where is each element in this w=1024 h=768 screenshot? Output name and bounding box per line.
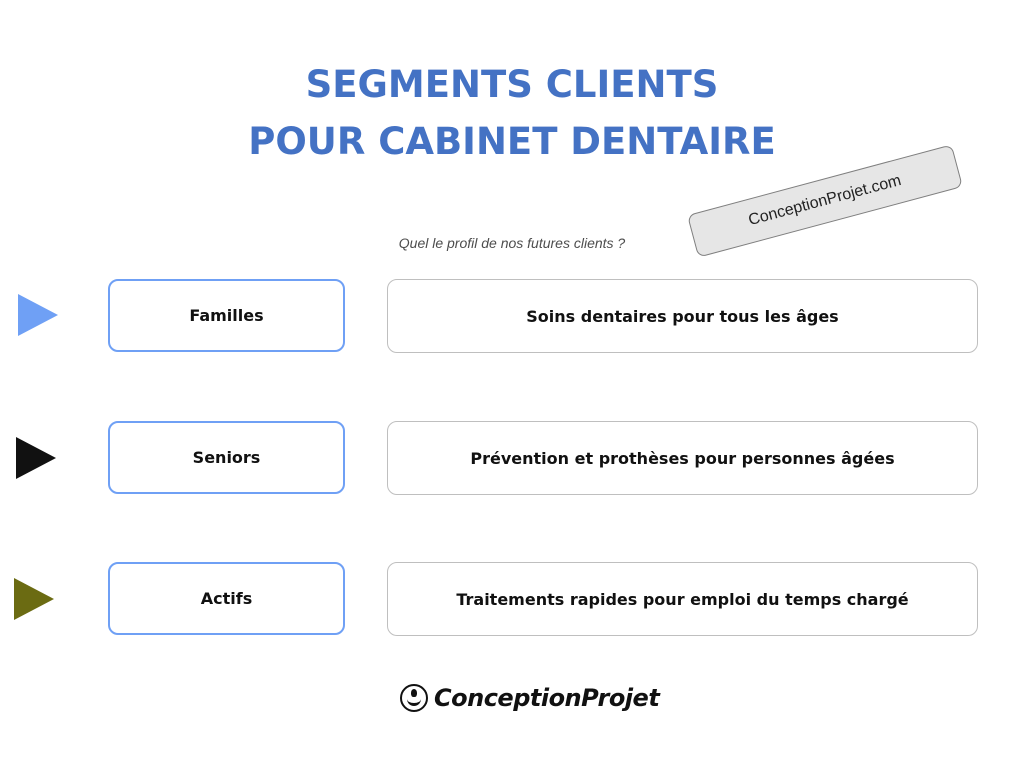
segment-description-seniors: Prévention et prothèses pour personnes â… xyxy=(387,421,978,495)
website-stamp-text: ConceptionProjet.com xyxy=(746,171,904,230)
segment-box-seniors: Seniors xyxy=(108,421,345,494)
segment-label: Familles xyxy=(189,306,264,325)
page-title-line-2: POUR CABINET DENTAIRE xyxy=(248,120,776,163)
segment-description-actifs: Traitements rapides pour emploi du temps… xyxy=(387,562,978,636)
segment-description-text: Traitements rapides pour emploi du temps… xyxy=(456,589,909,609)
segment-label: Actifs xyxy=(200,589,253,608)
segment-arrow-actifs-icon xyxy=(14,578,54,620)
segment-arrow-familles-icon xyxy=(18,294,58,336)
brand-logo-text: ConceptionProjet xyxy=(434,684,660,712)
brand-logo: ConceptionProjet xyxy=(400,680,660,716)
subtitle-question: Quel le profil de nos futures clients ? xyxy=(398,235,626,251)
page-title-line-1: SEGMENTS CLIENTS xyxy=(305,63,719,106)
segment-label: Seniors xyxy=(192,448,261,467)
segment-box-actifs: Actifs xyxy=(108,562,345,635)
hand-holding-drop-icon xyxy=(400,684,428,712)
segment-arrow-seniors-icon xyxy=(16,437,56,479)
segment-description-text: Soins dentaires pour tous les âges xyxy=(526,306,839,326)
segment-description-familles: Soins dentaires pour tous les âges xyxy=(387,279,978,353)
segment-description-text: Prévention et prothèses pour personnes â… xyxy=(470,448,895,468)
segment-box-familles: Familles xyxy=(108,279,345,352)
